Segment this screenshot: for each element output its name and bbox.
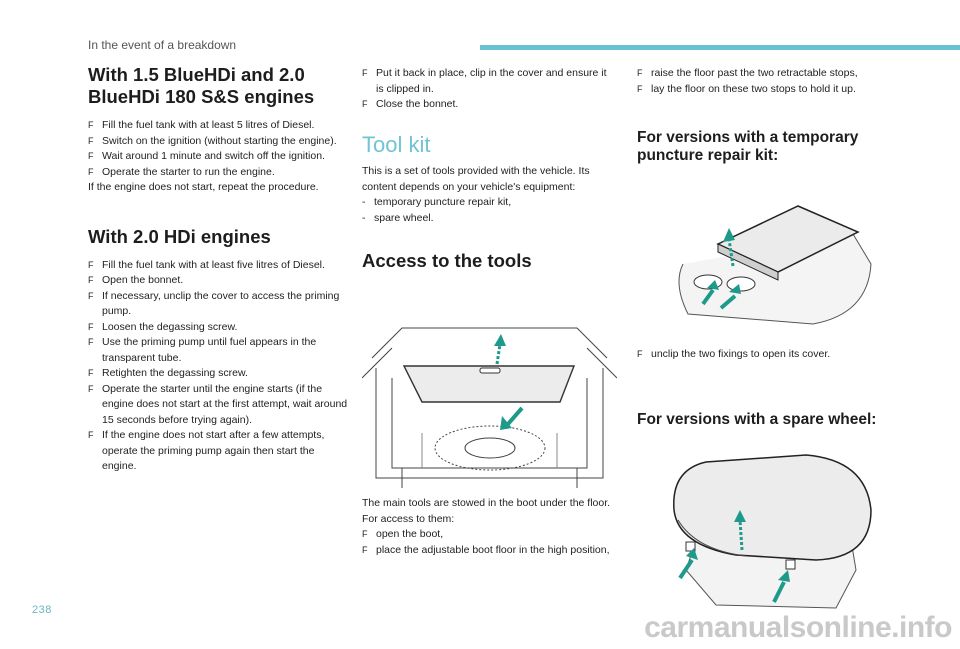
list-item: Loosen the degassing screw. xyxy=(88,320,350,336)
unclip-arrow-icon-right xyxy=(719,284,741,310)
access-steps: open the boot, place the adjustable boot… xyxy=(362,527,612,558)
fixing-left xyxy=(693,274,723,290)
fixing-left xyxy=(685,541,696,552)
boot-floor-illustration xyxy=(362,327,617,488)
list-item: If the engine does not start after a few… xyxy=(88,428,350,475)
list-item: lay the floor on these two stops to hold… xyxy=(637,82,902,98)
list-item: Fill the fuel tank with at least 5 litre… xyxy=(88,118,350,134)
list-item: Use the priming pump until fuel appears … xyxy=(88,335,350,366)
list-item: raise the floor past the two retractable… xyxy=(637,66,902,82)
watermark: carmanualsonline.info xyxy=(644,611,952,644)
bluehdi-steps: Fill the fuel tank with at least 5 litre… xyxy=(88,118,350,180)
access-text-block: The main tools are stowed in the boot un… xyxy=(362,496,612,558)
unclip-arrow-icon-right xyxy=(772,570,790,603)
section-title-repair-kit: For versions with a temporary puncture r… xyxy=(637,129,902,165)
list-item: Put it back in place, clip in the cover … xyxy=(362,66,617,97)
column-right: raise the floor past the two retractable… xyxy=(637,66,902,175)
list-item: place the adjustable boot floor in the h… xyxy=(362,543,612,559)
column-left: With 1.5 BlueHDi and 2.0 BlueHDi 180 S&S… xyxy=(88,64,350,475)
access-text: For access to them: xyxy=(362,512,455,525)
push-arrow-icon xyxy=(500,406,524,430)
list-item: Retighten the degassing screw. xyxy=(88,366,350,382)
bluehdi-note: If the engine does not start, repeat the… xyxy=(88,181,319,193)
section-title-access: Access to the tools xyxy=(362,250,532,271)
lift-arrow-icon xyxy=(734,510,746,551)
list-item: Wait around 1 minute and switch off the … xyxy=(88,149,350,165)
section-title-tool-kit: Tool kit xyxy=(362,131,431,157)
hdi-steps: Fill the fuel tank with at least five li… xyxy=(88,258,350,475)
unclip-arrow-icon-left xyxy=(678,548,698,580)
spare-wheel-title-block: For versions with a spare wheel: xyxy=(637,411,907,439)
floor-handle xyxy=(479,367,501,374)
repair-kit-steps-block: unclip the two fixings to open its cover… xyxy=(637,347,897,363)
title-line: With 1.5 BlueHDi and 2.0 xyxy=(88,64,305,85)
repair-kit-steps: unclip the two fixings to open its cover… xyxy=(637,347,897,363)
fixing-right xyxy=(726,276,756,292)
spare-wheel-cover-illustration xyxy=(673,454,872,609)
page-number: 238 xyxy=(32,604,52,616)
fixing-right xyxy=(785,559,796,570)
list-item: If necessary, unclip the cover to access… xyxy=(88,289,350,320)
raise-arrow-icon xyxy=(494,334,506,365)
running-header: In the event of a breakdown xyxy=(88,38,237,52)
title-line: puncture repair kit: xyxy=(637,147,779,164)
tool-kit-intro: This is a set of tools provided with the… xyxy=(362,165,590,193)
section-title-bluehdi: With 1.5 BlueHDi and 2.0 BlueHDi 180 S&S… xyxy=(88,64,350,108)
list-item: Open the bonnet. xyxy=(88,273,350,289)
lift-arrow-icon xyxy=(723,228,735,267)
list-item: open the boot, xyxy=(362,527,612,543)
list-item: Switch on the ignition (without starting… xyxy=(88,134,350,150)
title-line: For versions with a temporary xyxy=(637,129,859,146)
repair-kit-cover-illustration xyxy=(678,205,872,325)
list-item: unclip the two fixings to open its cover… xyxy=(637,347,897,363)
unclip-arrow-icon-left xyxy=(701,280,719,306)
boot-floor-panel xyxy=(402,365,576,403)
title-line: BlueHDi 180 S&S engines xyxy=(88,86,315,107)
list-item: temporary puncture repair kit, xyxy=(362,195,617,211)
list-item: Operate the starter until the engine sta… xyxy=(88,382,350,429)
list-item: spare wheel. xyxy=(362,211,617,227)
tool-kit-items: temporary puncture repair kit, spare whe… xyxy=(362,195,617,226)
bonnet-steps: Put it back in place, clip in the cover … xyxy=(362,66,617,113)
header-accent-bar xyxy=(480,45,960,50)
column-middle: Put it back in place, clip in the cover … xyxy=(362,66,617,282)
access-text: The main tools are stowed in the boot un… xyxy=(362,497,611,509)
section-title-hdi: With 2.0 HDi engines xyxy=(88,225,271,247)
list-item: Operate the starter to run the engine. xyxy=(88,165,350,181)
floor-steps: raise the floor past the two retractable… xyxy=(637,66,902,97)
section-title-spare-wheel: For versions with a spare wheel: xyxy=(637,411,877,428)
spare-wheel-cover xyxy=(673,454,872,561)
list-item: Fill the fuel tank with at least five li… xyxy=(88,258,350,274)
list-item: Close the bonnet. xyxy=(362,97,617,113)
